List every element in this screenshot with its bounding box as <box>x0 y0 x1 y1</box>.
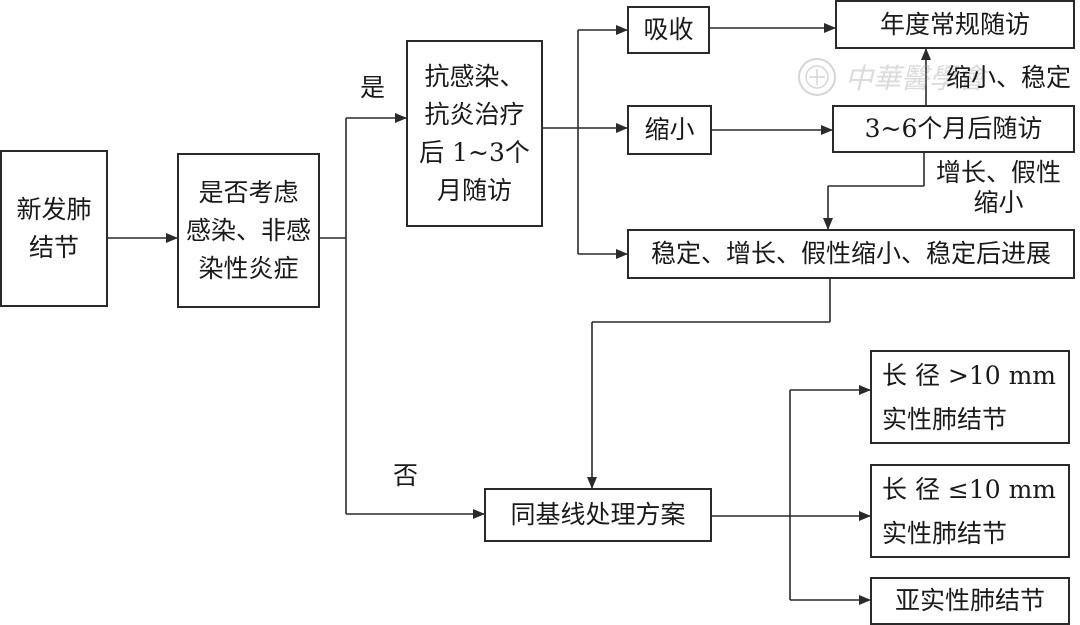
node-followup-3-6-months: 3~6个月后随访 <box>832 105 1075 153</box>
node-shrink: 缩小 <box>627 105 712 155</box>
watermark-text: 中華醫學會 <box>845 62 989 95</box>
node-anti-infection: 抗感染、 抗炎治疗 后 1~3个 月随访 <box>406 40 543 227</box>
label-shrink-stable: 缩小、稳定 <box>946 63 1072 92</box>
node-subsolid: 亚实性肺结节 <box>870 577 1070 625</box>
node-solid-gt10mm: 长 径 >10 mm 实性肺结节 <box>870 350 1070 444</box>
node-consider-infection: 是否考虑 感染、非感 染性炎症 <box>177 153 320 308</box>
watermark-logo: 中華醫學會 <box>798 58 989 96</box>
node-new-nodule: 新发肺 结节 <box>0 150 108 307</box>
node-annual-followup: 年度常规随访 <box>835 0 1075 49</box>
node-absorbed: 吸收 <box>627 6 710 54</box>
node-baseline-plan: 同基线处理方案 <box>484 488 712 542</box>
label-grow-pseudo-shrink: 增长、假性 缩小 <box>936 158 1062 217</box>
node-stable-progress: 稳定、增长、假性缩小、稳定后进展 <box>627 229 1075 279</box>
node-solid-le10mm: 长 径 ≤10 mm 实性肺结节 <box>870 464 1070 558</box>
label-yes: 是 <box>360 73 386 102</box>
label-no: 否 <box>393 461 419 490</box>
